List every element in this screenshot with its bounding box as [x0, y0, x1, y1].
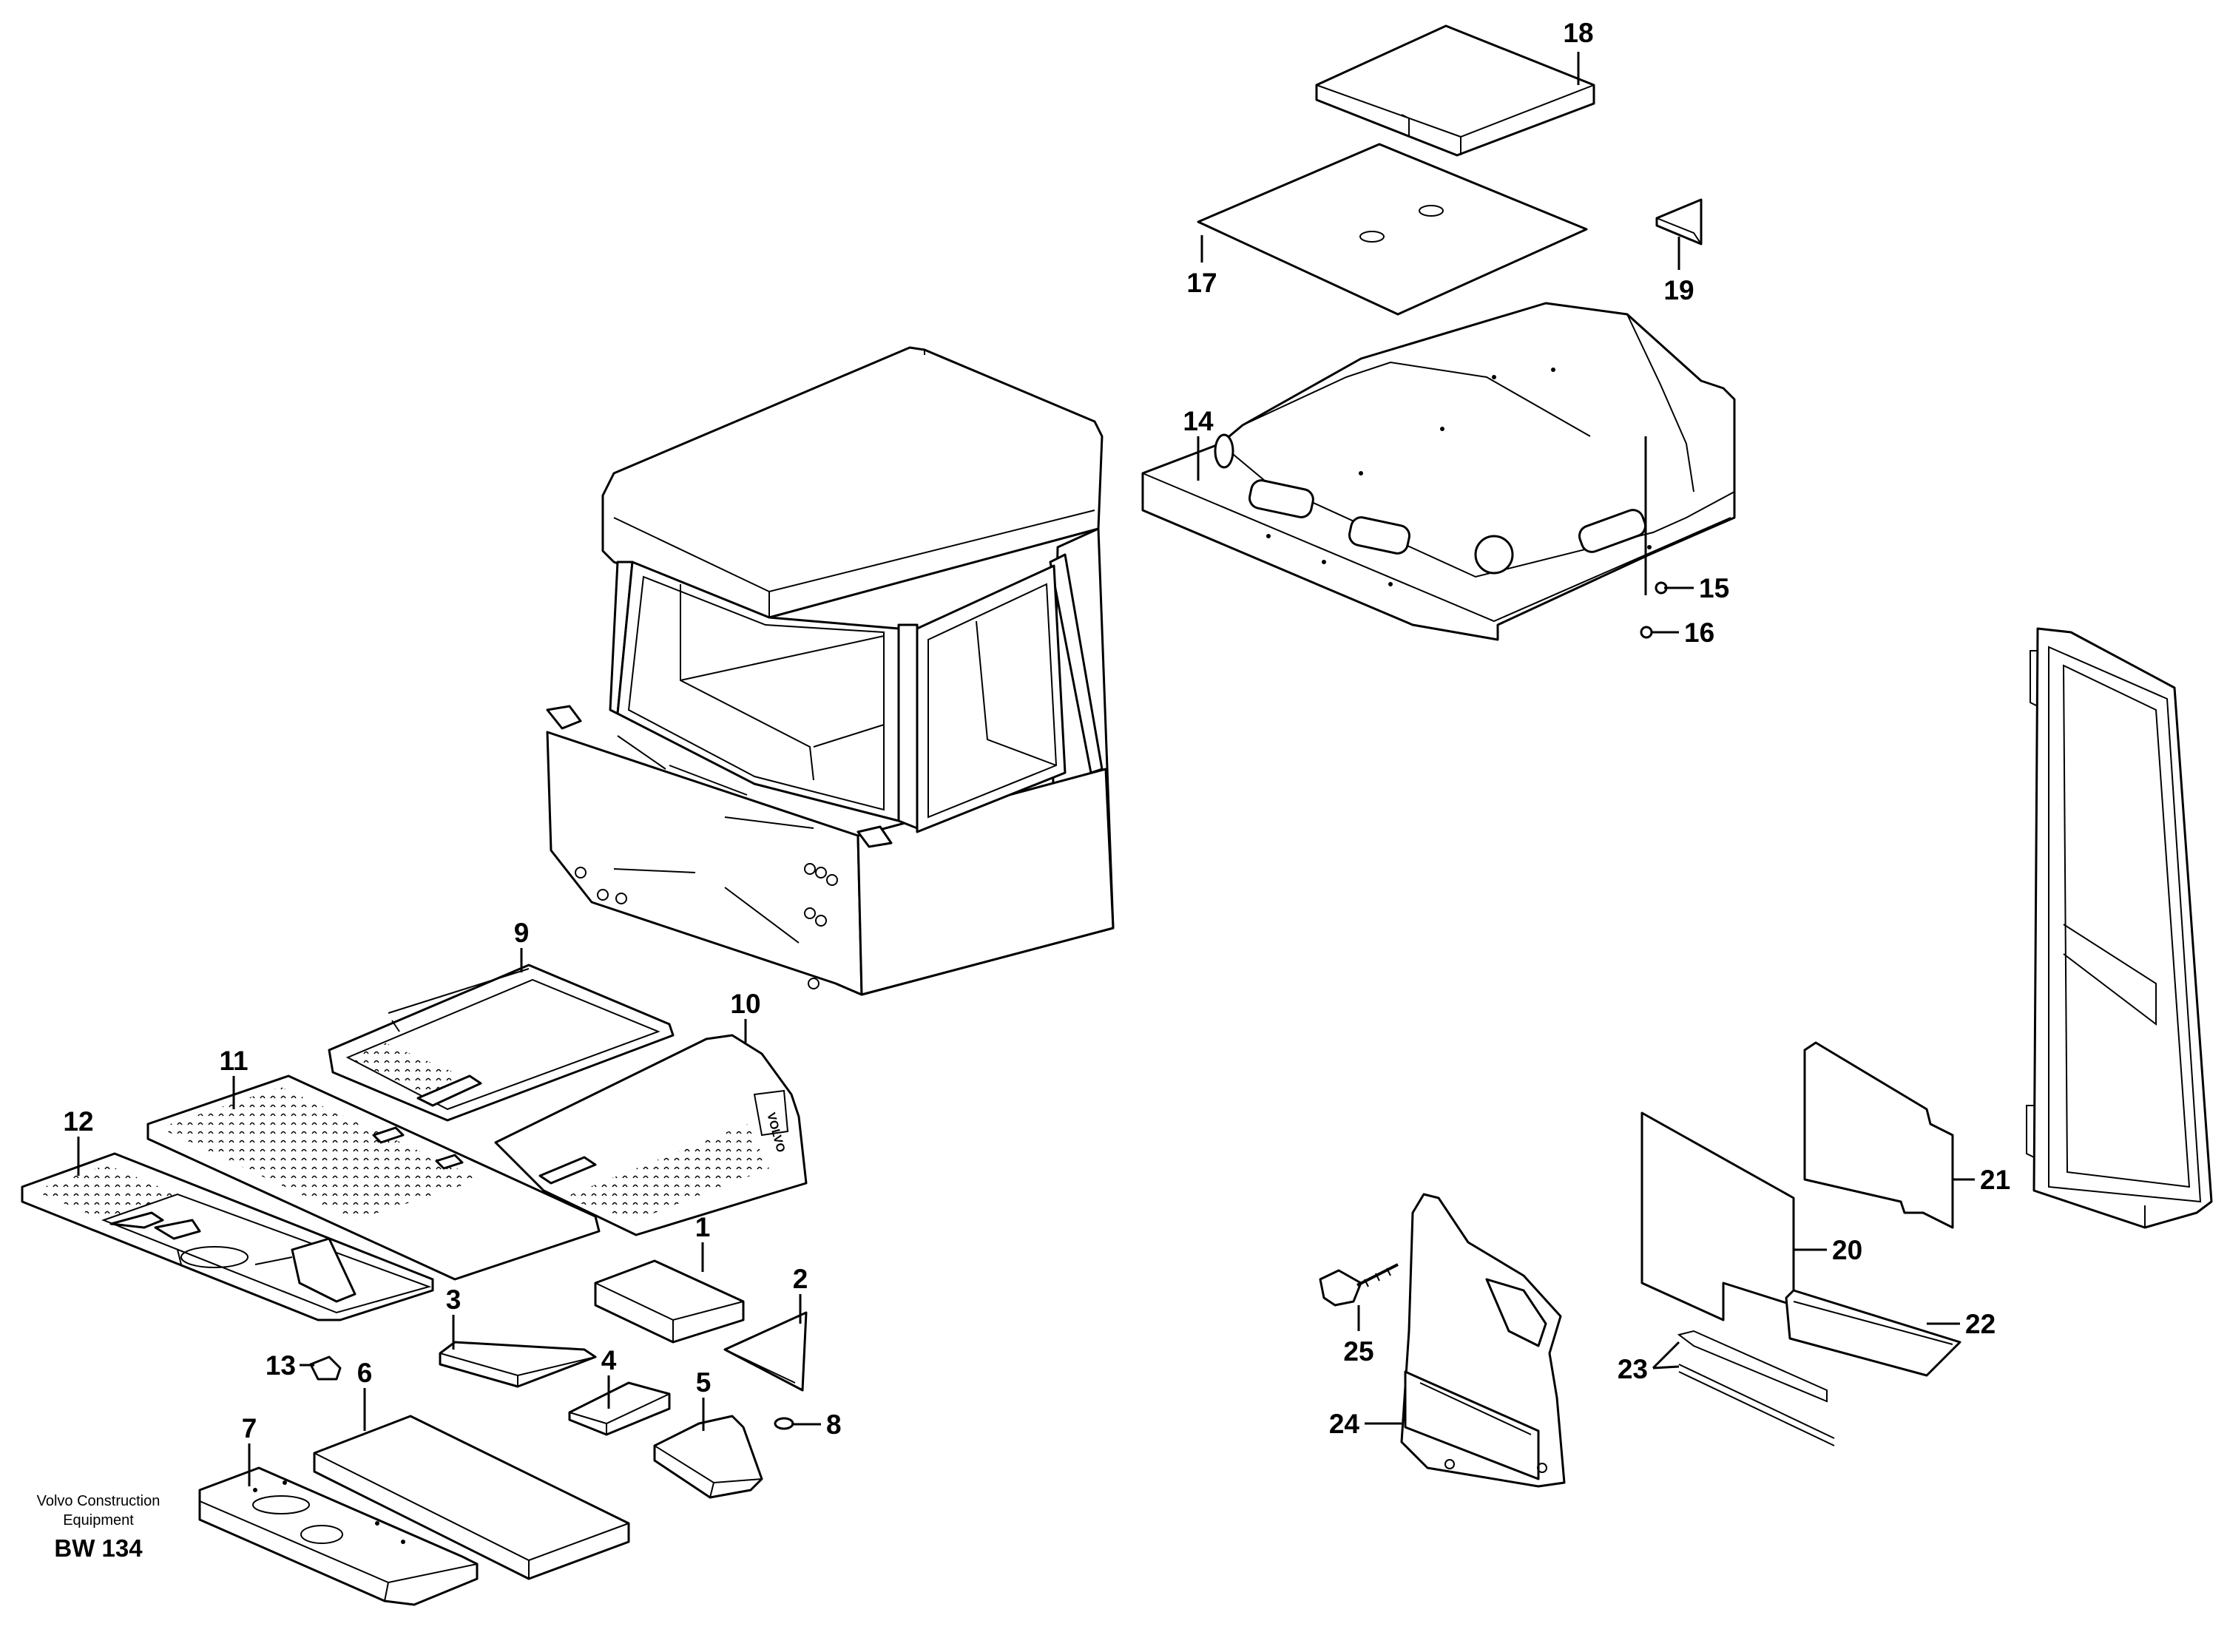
callout-20: 20	[1832, 1235, 1862, 1265]
washer-8	[774, 1417, 794, 1430]
fastener-16	[1640, 626, 1653, 639]
callout-17: 17	[1186, 268, 1217, 298]
insulation-pad-18	[1315, 24, 1595, 157]
callout-3: 3	[446, 1284, 462, 1315]
callout-labels: 1 2 3 4 5 6 7 8 9 10 11 12 13 14 15 16 1…	[63, 18, 2010, 1443]
callout-14: 14	[1183, 406, 1214, 436]
credit-line-2: Equipment	[63, 1512, 134, 1529]
drawing-code: BW 134	[54, 1534, 143, 1562]
pad-1	[594, 1259, 745, 1344]
pad-4	[568, 1381, 671, 1436]
callout-6: 6	[357, 1358, 373, 1388]
callout-19: 19	[1663, 275, 1694, 305]
callout-18: 18	[1563, 18, 1593, 48]
wedge-2	[723, 1311, 808, 1392]
headliner-14	[1141, 302, 1736, 641]
callout-7: 7	[242, 1413, 257, 1443]
strip-22	[1785, 1289, 1961, 1377]
callout-23: 23	[1618, 1354, 1648, 1384]
callout-1: 1	[695, 1212, 711, 1242]
screw-25	[1319, 1263, 1399, 1307]
callout-12: 12	[63, 1106, 93, 1137]
callout-25: 25	[1343, 1336, 1373, 1367]
clip-13	[309, 1355, 342, 1381]
publisher-credit: Volvo Construction Equipment BW 134	[37, 1493, 160, 1562]
floor-mat-10: VOLVO	[494, 1034, 808, 1236]
callout-13: 13	[266, 1350, 296, 1381]
callout-4: 4	[601, 1345, 617, 1375]
pad-3	[439, 1341, 597, 1388]
panel-20	[1640, 1111, 1795, 1321]
callout-11: 11	[219, 1046, 248, 1076]
callout-15: 15	[1699, 573, 1729, 603]
roof-mat-17	[1197, 143, 1588, 316]
cab-assembly	[546, 346, 1115, 996]
callout-21: 21	[1980, 1165, 2010, 1195]
leader-lines	[77, 52, 1975, 1486]
floor-mat-9	[328, 964, 675, 1122]
side-trim-24	[1400, 1193, 1566, 1488]
floor-mat-11	[146, 1074, 601, 1281]
callout-10: 10	[730, 989, 760, 1019]
pad-5	[653, 1415, 763, 1499]
credit-line-1: Volvo Construction	[37, 1493, 160, 1509]
strip-23	[1677, 1330, 1835, 1446]
panel-21	[1803, 1041, 1954, 1229]
callout-9: 9	[514, 918, 530, 948]
callout-5: 5	[696, 1367, 712, 1398]
callout-22: 22	[1965, 1309, 1995, 1339]
callout-24: 24	[1329, 1409, 1360, 1439]
door-frame	[2026, 627, 2213, 1229]
pad-6	[313, 1415, 630, 1580]
pad-7	[198, 1466, 479, 1606]
callout-8: 8	[826, 1409, 842, 1440]
floor-tray-12	[21, 1152, 434, 1321]
callout-2: 2	[793, 1264, 808, 1294]
callout-16: 16	[1684, 617, 1714, 648]
wedge-19	[1655, 198, 1703, 246]
